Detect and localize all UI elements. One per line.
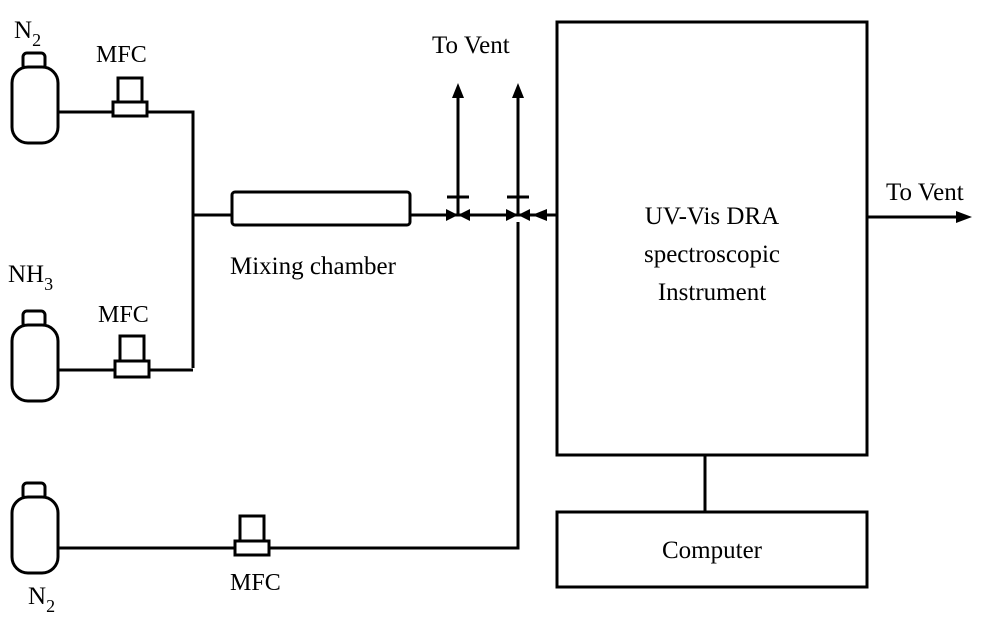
instrument-label-line-3: Instrument bbox=[658, 279, 766, 306]
vent-label-top: To Vent bbox=[432, 32, 510, 59]
gas-label-bottom: N2 bbox=[28, 583, 55, 616]
mfc-label-middle: MFC bbox=[98, 302, 149, 328]
instrument-box bbox=[555, 20, 869, 457]
inlet-arrow-head bbox=[532, 209, 547, 221]
instrument-vent-arrow-head bbox=[956, 211, 972, 223]
valve-2 bbox=[506, 195, 530, 221]
vent-label-right: To Vent bbox=[886, 179, 964, 206]
vent-arrow-1-head bbox=[452, 83, 464, 98]
mfc-top bbox=[111, 76, 149, 118]
mixing-chamber bbox=[230, 190, 412, 227]
cylinder-nh3 bbox=[10, 309, 60, 403]
valve-1 bbox=[446, 195, 470, 221]
instrument-label-line-2: spectroscopic bbox=[644, 241, 780, 268]
mfc-bottom bbox=[233, 514, 271, 557]
gas-label-middle: NH3 bbox=[8, 261, 53, 294]
line-bottom-n2 bbox=[58, 222, 520, 550]
computer-label: Computer bbox=[662, 537, 763, 564]
computer-box bbox=[555, 510, 869, 589]
gas-lines bbox=[58, 96, 958, 550]
line-top-n2 bbox=[58, 110, 195, 368]
cylinder-top-n2 bbox=[10, 51, 60, 145]
cylinder-bottom-n2 bbox=[10, 481, 60, 575]
mfc-label-bottom: MFC bbox=[230, 570, 281, 596]
mixing-chamber-label: Mixing chamber bbox=[230, 253, 397, 280]
instrument-label-line-1: UV-Vis DRA bbox=[645, 203, 779, 230]
arrowheads bbox=[452, 83, 972, 223]
mfc-label-top: MFC bbox=[96, 42, 147, 68]
mfc-middle bbox=[113, 334, 151, 379]
gas-label-top: N2 bbox=[14, 17, 41, 50]
vent-arrow-2-head bbox=[512, 83, 524, 98]
